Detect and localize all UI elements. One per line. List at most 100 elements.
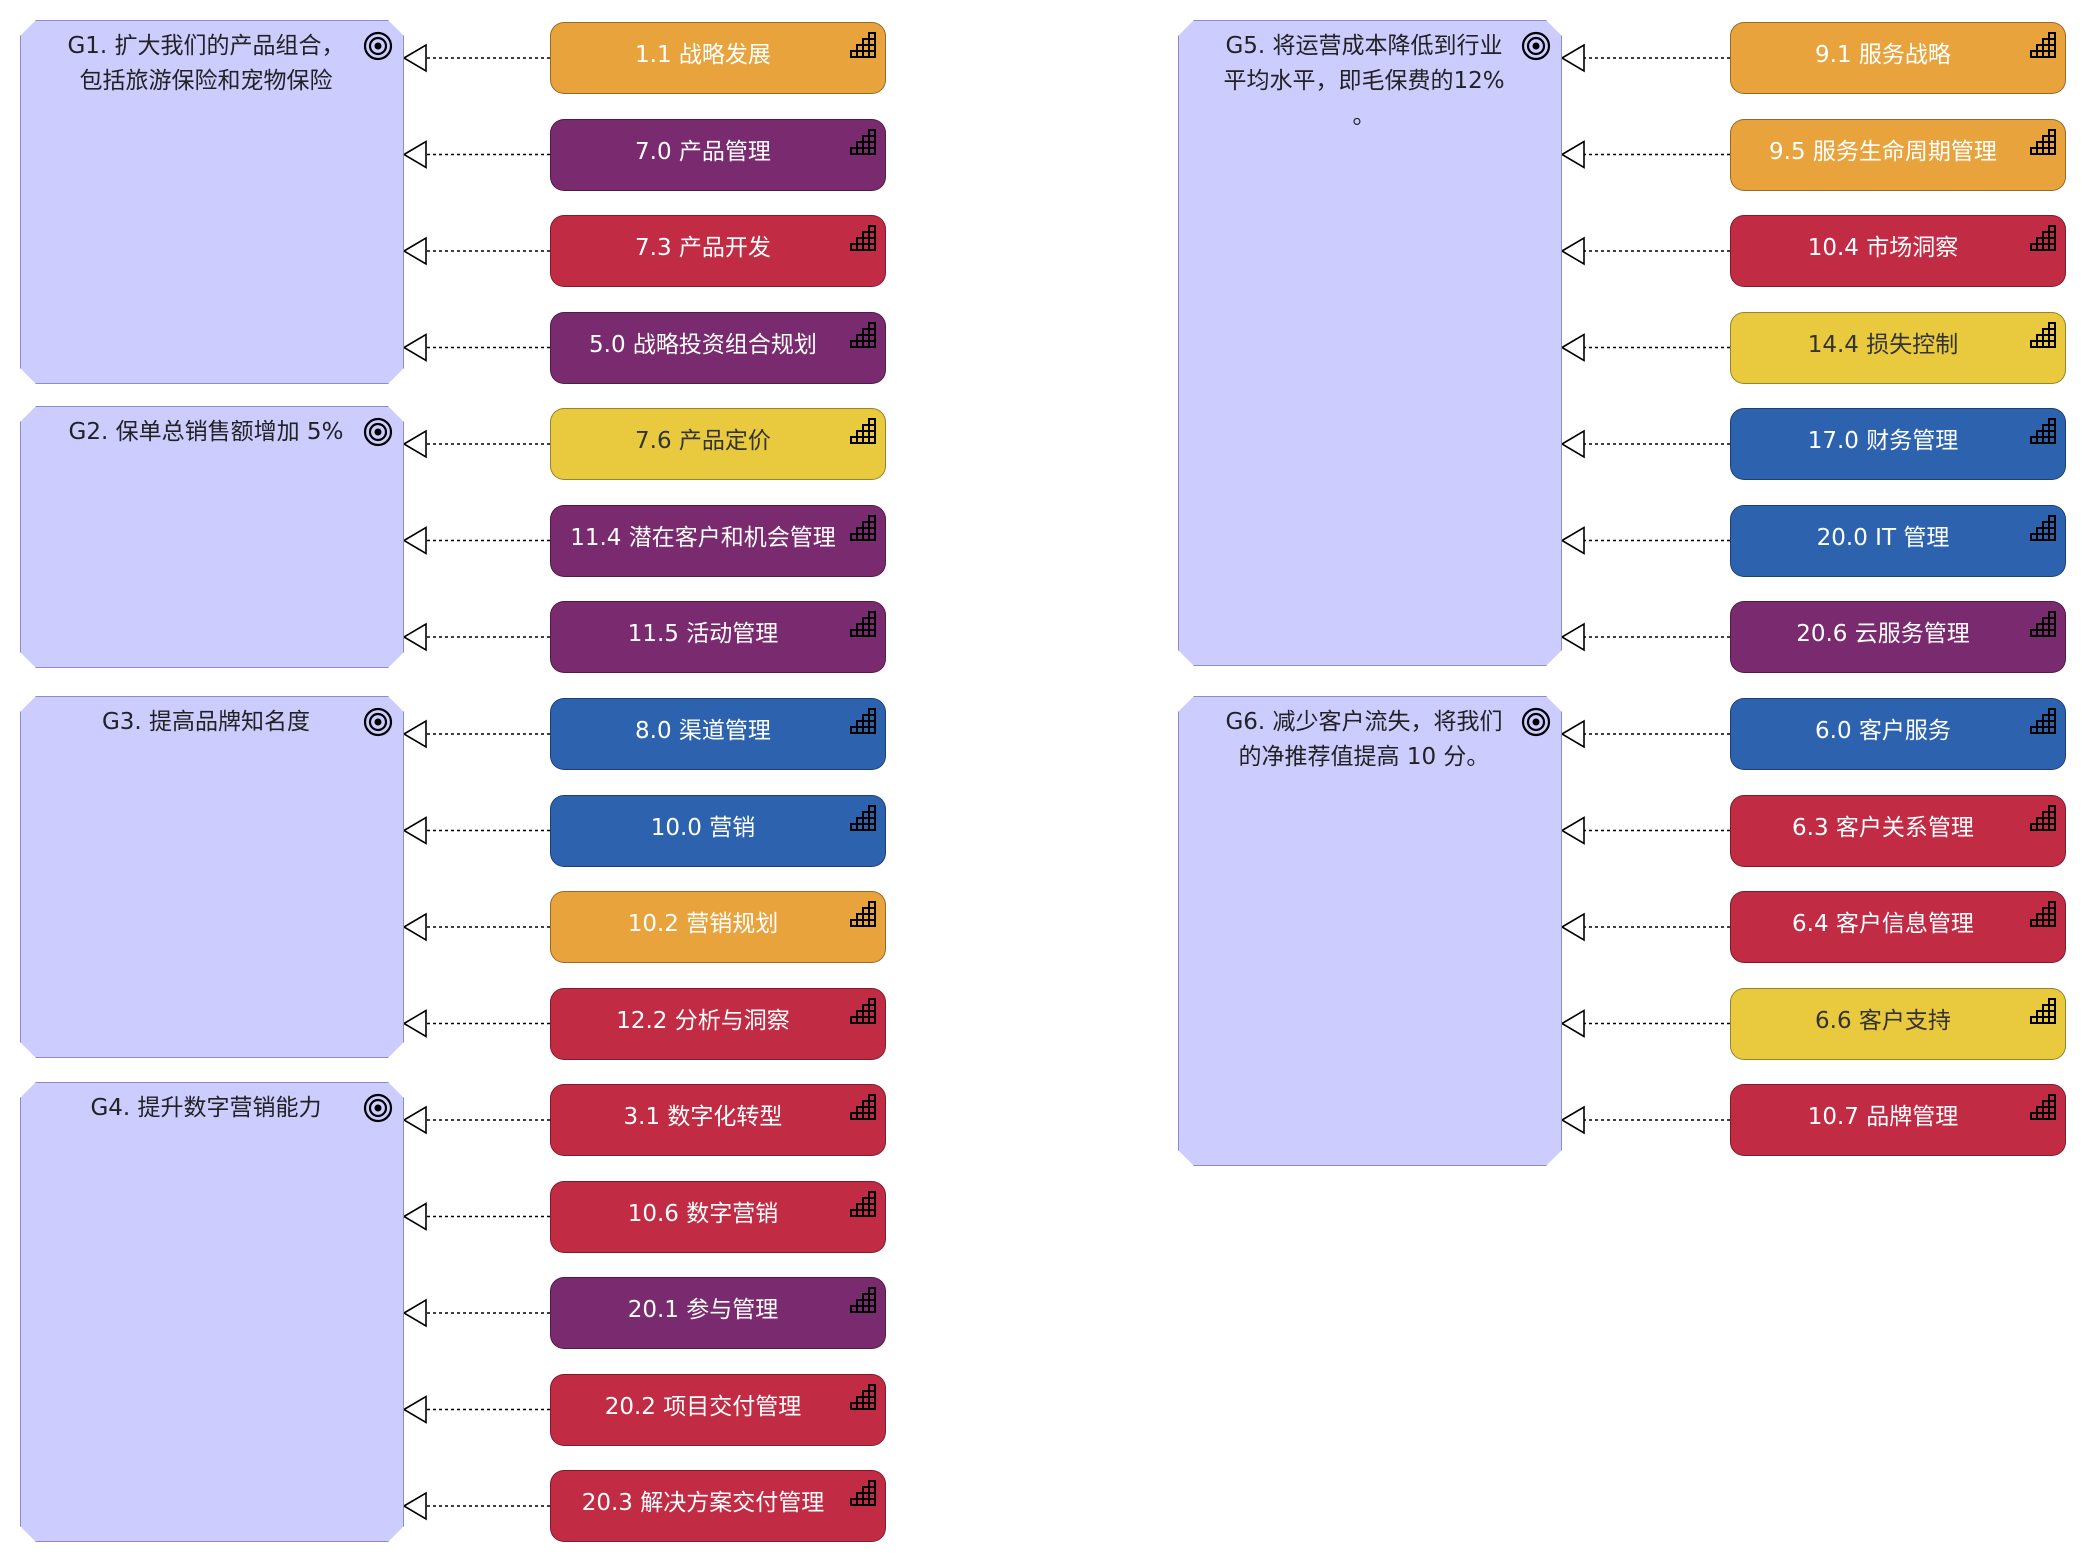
stair-grid-icon [849,417,877,445]
goal-box-g6[interactable]: G6. 减少客户流失，将我们 的净推荐值提高 10 分。 [1178,696,1562,1166]
capability-box[interactable]: 1.1 战略发展 [550,22,886,94]
capability-box[interactable]: 20.0 IT 管理 [1730,504,2066,577]
stair-grid-icon [2029,31,2057,59]
stair-grid-icon [849,610,877,638]
capability-box[interactable]: 11.5 活动管理 [550,601,886,673]
capability-label: 17.0 财务管理 [1807,428,1959,454]
goal-box-g5[interactable]: G5. 将运营成本降低到行业 平均水平，即毛保费的12% 。 [1178,20,1562,666]
goal-box-g3[interactable]: G3. 提高品牌知名度 [20,696,404,1058]
capability-box[interactable]: 14.4 损失控制 [1730,311,2066,384]
capability-label: 11.4 潜在客户和机会管理 [570,524,836,551]
capability-label: 6.3 客户关系管理 [1792,814,1974,841]
capability-box[interactable]: 6.0 客户服务 [1730,698,2066,770]
capability-box[interactable]: 10.4 市场洞察 [1730,215,2066,287]
stair-grid-icon [2029,417,2057,445]
capability-box[interactable]: 6.6 客户支持 [1730,987,2066,1060]
target-icon [363,1093,393,1123]
capability-label: 6.6 客户支持 [1815,1007,1951,1034]
capability-box[interactable]: 10.2 营销规划 [550,891,886,963]
connector-arrowhead [402,912,427,942]
goal-box-g1[interactable]: G1. 扩大我们的产品组合， 包括旅游保险和宠物保险 [20,20,404,384]
target-icon [363,417,393,447]
goal-text: G2. 保单总销售额增加 5% [68,419,344,445]
capability-box[interactable]: 20.1 参与管理 [550,1277,886,1349]
capability-box[interactable]: 7.0 产品管理 [550,118,886,191]
stair-grid-icon [849,128,877,156]
capability-box[interactable]: 17.0 财务管理 [1730,408,2066,480]
connector-arrowhead [1560,912,1585,942]
connector-arrowhead [402,236,427,266]
capability-label: 12.2 分析与洞察 [616,1007,790,1034]
capability-label: 14.4 损失控制 [1807,331,1959,358]
capability-box[interactable]: 5.0 战略投资组合规划 [550,311,886,384]
connector-arrowhead [1560,526,1585,555]
connector-arrowhead [402,526,427,555]
capability-label: 10.7 品牌管理 [1807,1104,1959,1130]
capability-box[interactable]: 6.3 客户关系管理 [1730,794,2066,867]
stair-grid-icon [2029,224,2057,252]
capability-box[interactable]: 9.5 服务生命周期管理 [1730,118,2066,191]
capability-box[interactable]: 11.4 潜在客户和机会管理 [550,504,886,577]
goal-text: G5. 将运营成本降低到行业 平均水平，即毛保费的12% 。 [1223,33,1505,129]
goal-box-g2[interactable]: G2. 保单总销售额增加 5% [20,406,404,668]
stair-grid-icon [849,804,877,832]
connector-arrowhead [402,1202,427,1231]
stair-grid-icon [849,1190,877,1218]
capability-box[interactable]: 20.2 项目交付管理 [550,1373,886,1446]
goal-box-g4[interactable]: G4. 提升数字营销能力 [20,1082,404,1542]
stair-grid-icon [2029,321,2057,349]
capability-label: 20.2 项目交付管理 [604,1393,802,1420]
capability-label: 20.1 参与管理 [627,1297,779,1323]
stair-grid-icon [849,707,877,735]
goal-text: G1. 扩大我们的产品组合， 包括旅游保险和宠物保险 [67,33,345,94]
connector-arrowhead [402,43,427,73]
capability-label: 3.1 数字化转型 [623,1104,783,1130]
capability-label: 7.6 产品定价 [635,428,771,454]
capability-label: 20.3 解决方案交付管理 [581,1490,825,1516]
connector-arrowhead [1560,719,1585,749]
connector-arrowhead [402,1009,427,1038]
connector-arrowhead [1560,1009,1585,1038]
capability-box[interactable]: 12.2 分析与洞察 [550,987,886,1060]
capability-box[interactable]: 10.6 数字营销 [550,1180,886,1253]
connector-arrowhead [402,816,427,845]
stair-grid-icon [2029,128,2057,156]
stair-grid-icon [2029,804,2057,832]
capability-box[interactable]: 20.6 云服务管理 [1730,601,2066,673]
connector-arrowhead [402,622,427,652]
stair-grid-icon [849,514,877,542]
capability-box[interactable]: 8.0 渠道管理 [550,698,886,770]
target-icon [363,31,393,61]
capability-label: 7.3 产品开发 [635,235,771,261]
capability-label: 8.0 渠道管理 [635,718,771,744]
capability-label: 9.1 服务战略 [1815,42,1951,68]
capability-box[interactable]: 9.1 服务战略 [1730,22,2066,94]
stair-grid-icon [2029,610,2057,638]
stair-grid-icon [849,321,877,349]
stair-grid-icon [2029,997,2057,1025]
capability-label: 11.5 活动管理 [627,621,779,647]
capability-label: 20.0 IT 管理 [1816,524,1950,551]
connector-arrowhead [1560,622,1585,652]
connector-arrowhead [402,333,427,362]
capability-box[interactable]: 10.7 品牌管理 [1730,1084,2066,1156]
stair-grid-icon [2029,514,2057,542]
capability-box[interactable]: 3.1 数字化转型 [550,1084,886,1156]
capability-box[interactable]: 7.3 产品开发 [550,215,886,287]
target-icon [363,707,393,737]
capability-box[interactable]: 20.3 解决方案交付管理 [550,1470,886,1542]
stair-grid-icon [849,1093,877,1121]
capability-label: 6.0 客户服务 [1815,718,1951,744]
stair-grid-icon [849,1286,877,1314]
stair-grid-icon [849,997,877,1025]
capability-box[interactable]: 6.4 客户信息管理 [1730,891,2066,963]
connector-arrowhead [402,140,427,169]
connector-arrowhead [1560,333,1585,362]
capability-label: 10.4 市场洞察 [1807,235,1959,261]
capability-box[interactable]: 7.6 产品定价 [550,408,886,480]
capability-box[interactable]: 10.0 营销 [550,794,886,867]
stair-grid-icon [2029,900,2057,928]
goal-text: G4. 提升数字营销能力 [90,1095,322,1121]
stair-grid-icon [849,31,877,59]
stair-grid-icon [849,900,877,928]
